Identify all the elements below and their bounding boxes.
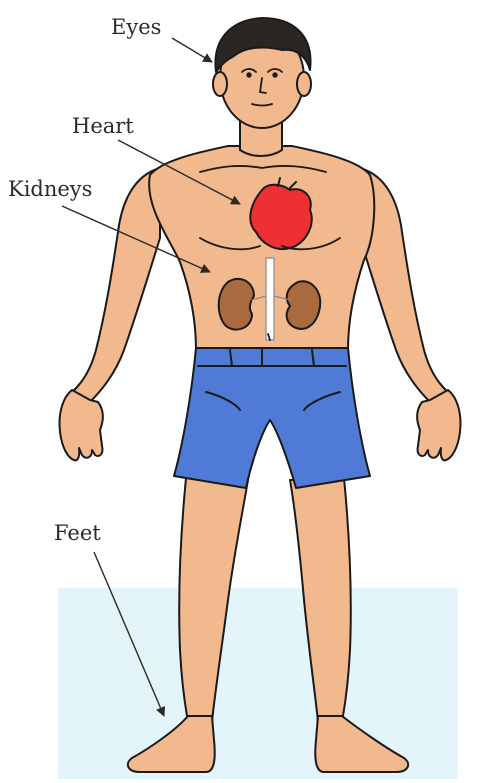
left-pupil — [247, 73, 251, 77]
eyes-label: Eyes — [111, 17, 161, 38]
torso — [149, 146, 374, 350]
right-kidney — [287, 281, 321, 329]
right-ear — [297, 72, 311, 96]
right-hand — [417, 390, 460, 460]
eyes-pointer — [172, 38, 212, 62]
left-ear — [213, 72, 227, 96]
right-pupil — [273, 73, 277, 77]
left-arm — [72, 168, 160, 402]
heart-label: Heart — [72, 116, 134, 137]
kidneys-label: Kidneys — [8, 179, 92, 200]
left-hand — [60, 390, 103, 460]
aorta — [266, 258, 274, 340]
floor-band — [58, 588, 458, 779]
left-kidney — [219, 279, 254, 330]
feet-label: Feet — [54, 523, 101, 544]
shorts — [174, 348, 370, 488]
